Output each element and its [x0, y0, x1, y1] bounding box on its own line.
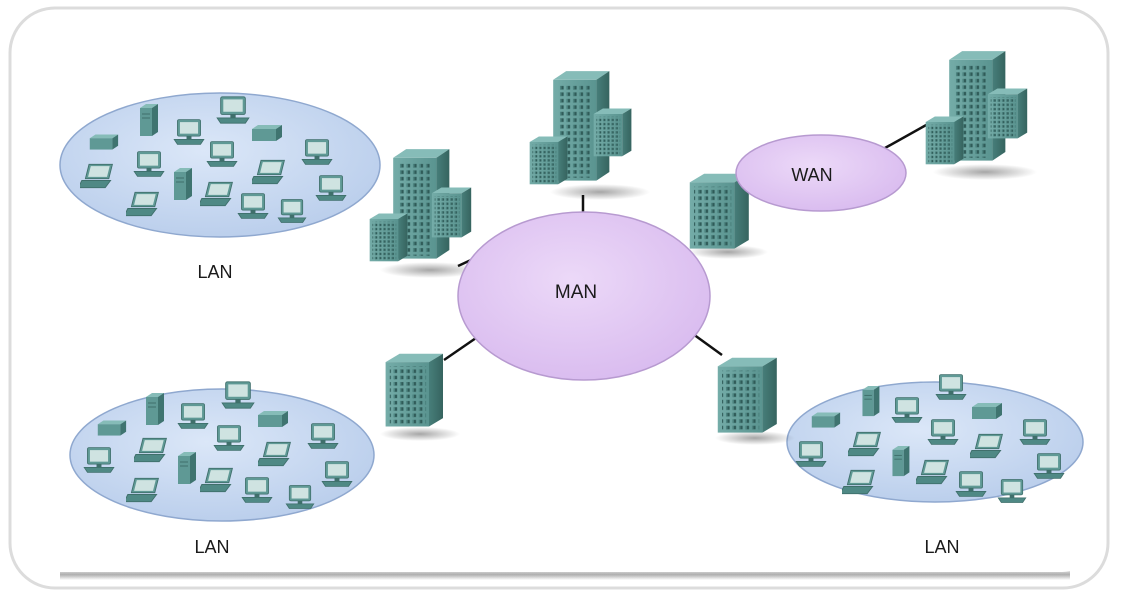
- lan-bottom-right: LAN: [786, 374, 1084, 557]
- computer-icon: [301, 139, 333, 165]
- computer-icon: [935, 374, 967, 400]
- computer-icon: [795, 441, 827, 467]
- building-icon: [431, 187, 472, 238]
- computer-icon: [997, 479, 1027, 503]
- link-wan-right-building: [884, 122, 929, 150]
- computer-icon: [1033, 453, 1065, 479]
- computer-icon: [955, 471, 987, 497]
- computer-icon: [221, 381, 255, 409]
- computer-icon: [216, 96, 250, 124]
- computer-icon: [133, 151, 165, 177]
- switch-icon: [97, 420, 127, 436]
- switch-icon: [258, 411, 288, 427]
- lan-bottom-left: LAN: [69, 381, 375, 557]
- man-ellipse: [457, 211, 711, 381]
- computer-icon: [315, 175, 347, 201]
- switch-icon: [811, 412, 841, 428]
- computer-icon: [83, 447, 115, 473]
- server-icon: [139, 104, 159, 137]
- lan-top-left: LAN: [59, 92, 381, 282]
- server-icon: [173, 168, 193, 201]
- wan-label: WAN: [791, 165, 832, 185]
- switch-icon: [252, 125, 282, 141]
- building-icon: [593, 108, 632, 157]
- computer-icon: [237, 193, 269, 219]
- computer-icon: [285, 485, 315, 509]
- lan-label-bottom-right: LAN: [924, 537, 959, 557]
- lan-label-top-left: LAN: [197, 262, 232, 282]
- building-icon: [529, 136, 568, 185]
- link-man-lower-left-building: [443, 336, 477, 362]
- building-icon: [385, 353, 443, 427]
- building-icon: [369, 213, 408, 262]
- wan-cloud: WAN: [735, 134, 907, 212]
- man-label: MAN: [555, 282, 597, 303]
- man-cloud: MAN: [457, 211, 711, 381]
- building-icon: [717, 357, 777, 433]
- server-icon: [145, 393, 165, 426]
- computer-icon: [891, 397, 923, 423]
- building-icon: [987, 88, 1028, 139]
- computer-icon: [173, 119, 205, 145]
- computer-icon: [241, 477, 273, 503]
- lan-ellipse: [69, 388, 375, 522]
- computer-icon: [277, 199, 307, 223]
- link-man-lower-right-building: [692, 332, 723, 357]
- building-icon: [925, 116, 964, 165]
- lan-label-bottom-left: LAN: [194, 537, 229, 557]
- man-buildings: [369, 71, 795, 445]
- computer-icon: [321, 461, 353, 487]
- computer-icon: [307, 423, 339, 449]
- server-icon: [177, 452, 197, 485]
- wan-remote-building: [925, 51, 1037, 180]
- switch-icon: [972, 403, 1002, 419]
- computer-icon: [213, 425, 245, 451]
- computer-icon: [927, 419, 959, 445]
- wan-ellipse: [735, 134, 907, 212]
- server-icon: [861, 386, 880, 417]
- computer-icon: [206, 141, 238, 167]
- computer-icon: [177, 403, 209, 429]
- computer-icon: [1019, 419, 1051, 445]
- switch-icon: [89, 134, 119, 150]
- server-icon: [891, 446, 910, 477]
